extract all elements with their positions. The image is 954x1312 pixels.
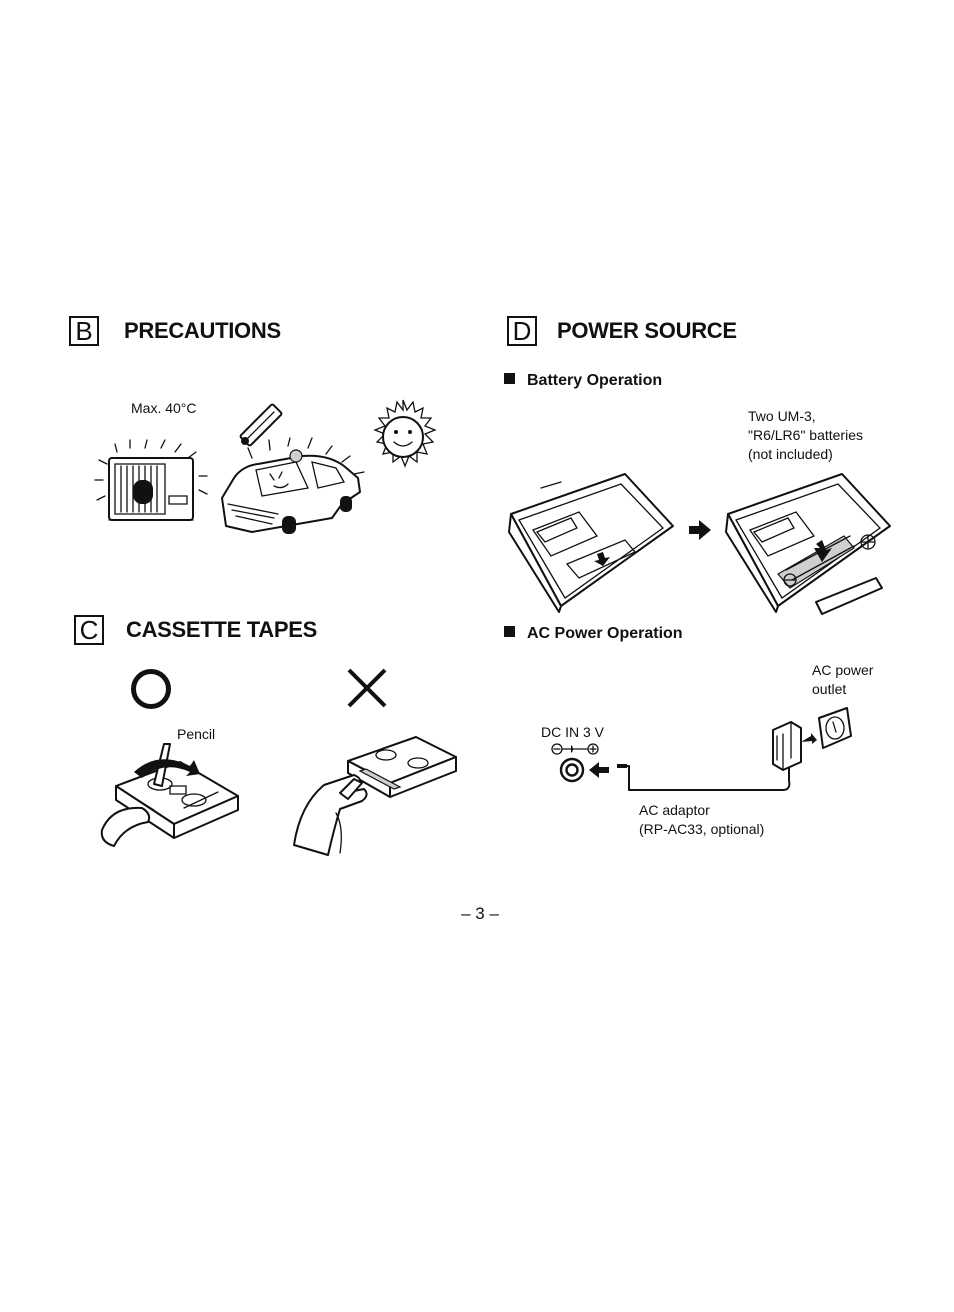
- battery-caption-line-1: Two UM-3,: [748, 408, 816, 424]
- page-number: – 3 –: [461, 904, 499, 923]
- battery-caption-line-3: (not included): [748, 446, 833, 462]
- battery-caption: Two UM-3, "R6/LR6" batteries (not includ…: [748, 407, 863, 464]
- section-b-letter: B: [69, 316, 99, 346]
- battery-operation-label: Battery Operation: [527, 372, 663, 389]
- pencil-label: Pencil: [177, 726, 216, 742]
- ac-power-operation-label: AC Power Operation: [527, 625, 683, 642]
- bullet-square-icon: [504, 373, 515, 384]
- adaptor-caption: AC adaptor (RP-AC33, optional): [639, 801, 764, 839]
- correct-circle-icon: [128, 666, 174, 712]
- power-source-title: POWER SOURCE: [557, 318, 737, 343]
- outlet-caption-line-2: outlet: [812, 681, 847, 697]
- ac-power-operation-heading: AC Power Operation: [504, 625, 683, 643]
- battery-operation-heading: Battery Operation: [504, 372, 662, 390]
- outlet-caption-line-1: AC power: [812, 662, 874, 678]
- section-d-letter: D: [507, 316, 537, 346]
- max-temp-label: Max. 40°C: [131, 400, 197, 416]
- sun-illustration: [364, 398, 442, 476]
- dc-in-label: DC IN 3 V: [541, 724, 605, 740]
- arrow-right-icon: [689, 520, 711, 540]
- heater-illustration: [95, 440, 215, 530]
- ac-adaptor-connection-illustration: [555, 700, 855, 800]
- section-c-letter: C: [74, 615, 104, 645]
- player-battery-lid-closed-illustration: [505, 470, 680, 615]
- adaptor-caption-line-1: AC adaptor: [639, 802, 710, 818]
- precautions-title: PRECAUTIONS: [124, 318, 281, 343]
- player-battery-lid-open-illustration: [722, 470, 902, 628]
- car-illustration: [212, 440, 367, 534]
- battery-caption-line-2: "R6/LR6" batteries: [748, 427, 863, 443]
- adaptor-caption-line-2: (RP-AC33, optional): [639, 821, 765, 837]
- polarity-symbol-icon: [551, 742, 599, 756]
- bullet-square-icon: [504, 626, 515, 637]
- outlet-caption: AC power outlet: [812, 661, 873, 699]
- pencil-rewind-illustration: [98, 742, 243, 852]
- thermometer-illustration: [232, 402, 288, 450]
- hand-touching-tape-illustration: [290, 735, 460, 865]
- incorrect-cross-icon: [345, 666, 389, 710]
- cassette-tapes-title: CASSETTE TAPES: [126, 617, 317, 642]
